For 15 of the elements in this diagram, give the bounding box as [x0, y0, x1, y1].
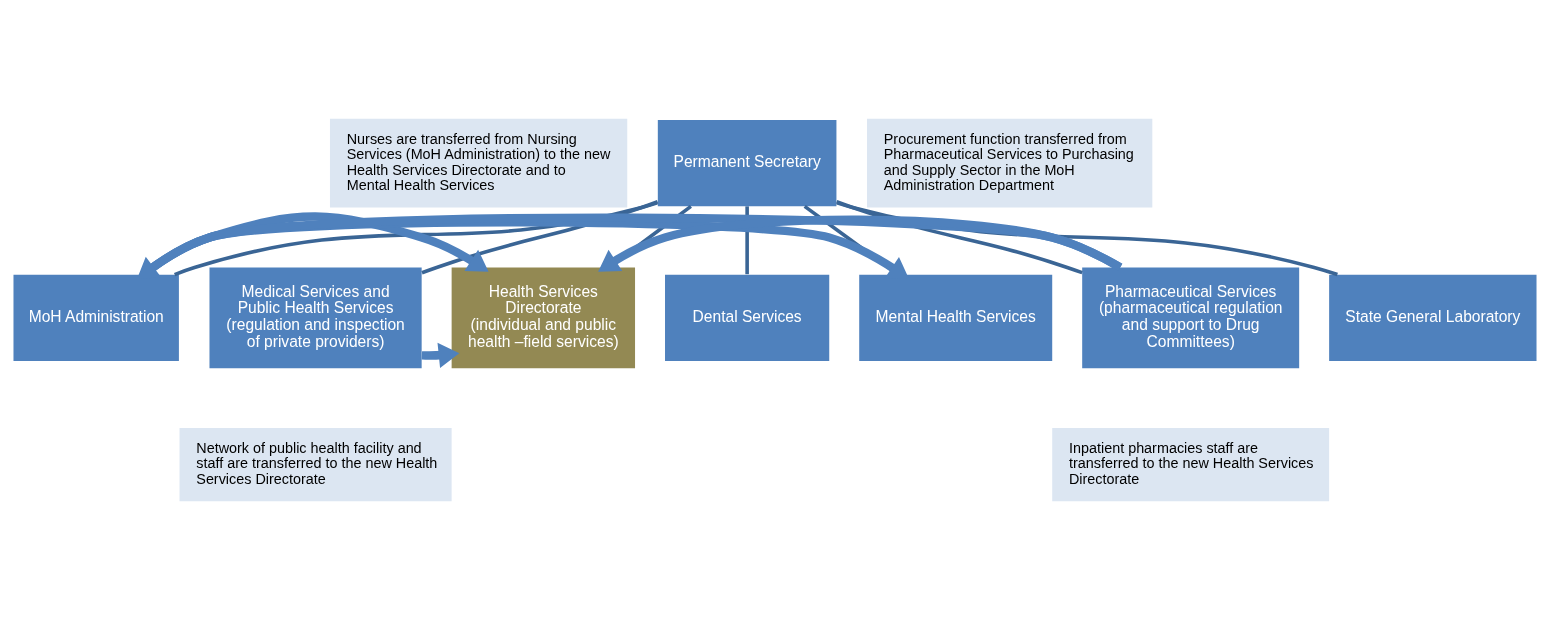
node-box: Mental Health Services [859, 274, 1053, 361]
node-box: Medical Services and Public Health Services (regulation and inspection of private providers) [209, 267, 422, 369]
node-box: MoH Administration [13, 274, 179, 361]
node-box: Permanent Secretary [657, 120, 837, 207]
node-box: Dental Services [665, 274, 830, 361]
node-box: Health Services Directorate (individual and public health –field services) [451, 267, 636, 369]
node-box: Nurses are transferred from Nursing Services (MoH Administration) to the new Health Services Directorate and to Mental Health Services [329, 118, 628, 208]
arrow [421, 342, 460, 368]
node-box: Procurement function transferred from Pharmaceutical Services to Purchasing and Supply Sector in the MoH Administration Department [867, 118, 1153, 208]
node-box: State General Laboratory [1329, 274, 1537, 361]
arrow [598, 215, 1123, 272]
node-box: Network of public health facility and staff are transferred to the new Health Services Directorate [179, 428, 452, 502]
connector [836, 200, 1083, 275]
node-box: Inpatient pharmacies staff are transferred to the new Health Services Directorate [1052, 428, 1330, 502]
node-box: Pharmaceutical Services (pharmaceutical regulation and support to Drug Committees) [1082, 267, 1300, 369]
